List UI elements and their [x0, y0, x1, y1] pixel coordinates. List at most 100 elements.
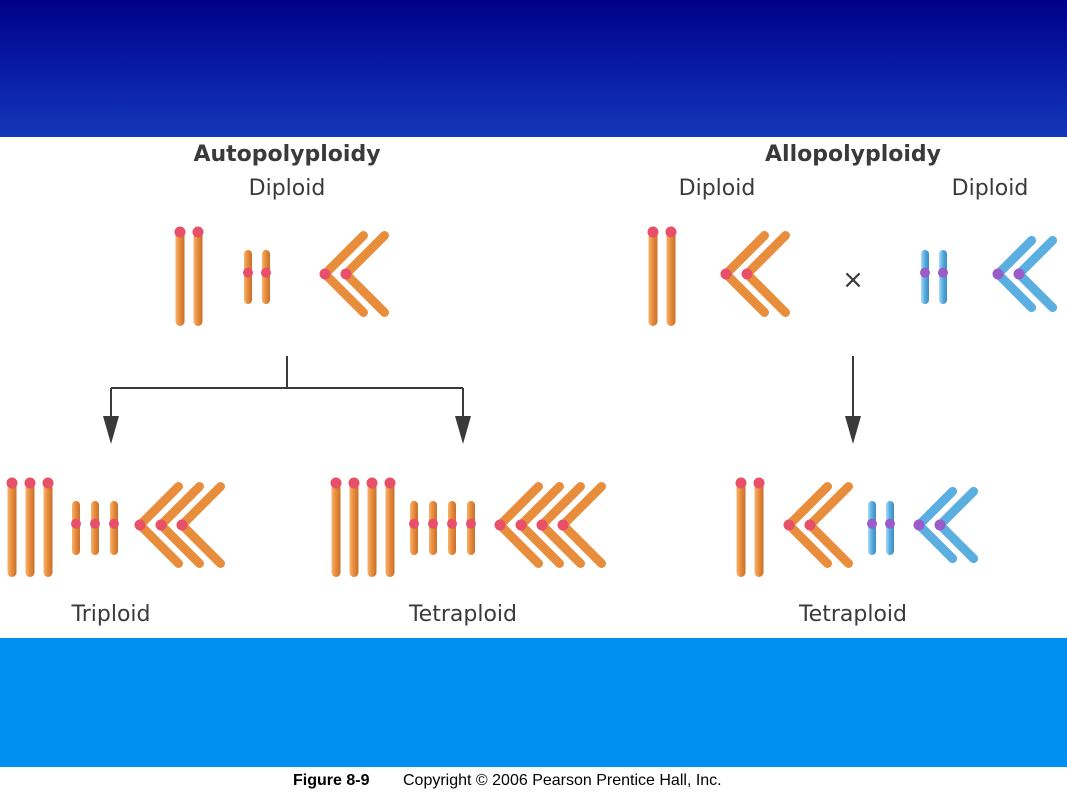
centromere — [428, 518, 438, 529]
centromere — [366, 477, 378, 489]
cross-symbol: × — [842, 265, 864, 295]
centromere — [494, 519, 506, 531]
centromere — [804, 519, 816, 531]
chromosome-arm-upper — [177, 482, 225, 530]
centromere — [409, 518, 419, 529]
chromosome-arm-upper — [558, 482, 606, 530]
chromosome-arm-lower — [516, 520, 564, 568]
chromosome-long — [175, 230, 185, 326]
centromere — [6, 477, 18, 489]
centromere — [1013, 268, 1025, 280]
auto-tetraploid-chromosomes — [330, 477, 606, 577]
chromosome-arm-lower — [537, 520, 585, 568]
arrowhead-allo-tetraploid — [845, 416, 861, 444]
triploid-chromosomes — [6, 477, 225, 577]
chromosome-arm-upper — [1014, 235, 1058, 279]
copyright-notice: Copyright © 2006 Pearson Prentice Hall, … — [403, 772, 722, 789]
centromere — [466, 518, 476, 529]
chromosome-long — [736, 481, 746, 577]
auto-tetraploid-label: Tetraploid — [408, 602, 517, 627]
centromere — [348, 477, 360, 489]
chromosome-arm-lower — [495, 520, 543, 568]
arrowhead-triploid — [103, 416, 119, 444]
chromosome-arm-upper — [135, 482, 183, 530]
chromosome-long — [193, 230, 203, 326]
chromosome-arm-upper — [320, 231, 368, 279]
auto-diploid-label: Diploid — [249, 176, 326, 201]
allopolyploidy-heading: Allopolyploidy — [765, 142, 941, 167]
centromere — [992, 268, 1004, 280]
centromere — [24, 477, 36, 489]
allo-diploid-2-chromosomes — [920, 235, 1058, 313]
centromere — [913, 519, 925, 531]
chromosome-arm-lower — [341, 269, 389, 317]
chromosome-arm-lower — [805, 520, 853, 568]
centromere — [174, 226, 186, 238]
centromere — [155, 519, 167, 531]
centromere — [243, 267, 253, 278]
centromere — [938, 267, 948, 278]
centromere — [384, 477, 396, 489]
centromere — [109, 518, 119, 529]
centromere — [536, 519, 548, 531]
top-header-band — [0, 0, 1067, 137]
chromosome-arm-upper — [721, 231, 769, 279]
chromosome-arm-upper — [805, 482, 853, 530]
chromosome-arm-lower — [558, 520, 606, 568]
auto-diploid-chromosomes — [174, 226, 389, 326]
chromosome-arm-upper — [935, 486, 979, 530]
chromosome-arm-lower — [135, 520, 183, 568]
centromere — [447, 518, 457, 529]
centromere — [319, 268, 331, 280]
centromere — [134, 519, 146, 531]
chromosome-arm-upper — [742, 231, 790, 279]
chromosome-long — [385, 481, 395, 577]
chromosome-arm-lower — [914, 520, 958, 564]
chromosome-arm-upper — [495, 482, 543, 530]
chromosome-long — [331, 481, 341, 577]
chromosome-long — [367, 481, 377, 577]
centromere — [934, 519, 946, 531]
figure-number: Figure 8-9 — [293, 772, 370, 789]
centromere — [71, 518, 81, 529]
centromere — [665, 226, 677, 238]
centromere — [42, 477, 54, 489]
chromosome-arm-lower — [1014, 269, 1058, 313]
centromere — [557, 519, 569, 531]
centromere — [867, 518, 877, 529]
chromosome-long — [43, 481, 53, 577]
chromosome-arm-lower — [320, 269, 368, 317]
allo-tetraploid-chromosomes — [735, 477, 979, 577]
chromosome-long — [349, 481, 359, 577]
chromosome-arm-lower — [177, 520, 225, 568]
centromere — [515, 519, 527, 531]
allo-tetraploid-label: Tetraploid — [798, 602, 907, 627]
chromosome-arm-upper — [993, 235, 1037, 279]
chromosome-long — [25, 481, 35, 577]
centromere — [783, 519, 795, 531]
triploid-label: Triploid — [71, 602, 151, 627]
chromosome-arm-upper — [156, 482, 204, 530]
chromosome-arm-lower — [784, 520, 832, 568]
chromosome-long — [754, 481, 764, 577]
allo-diploid-label-2: Diploid — [952, 176, 1029, 201]
chromosome-long — [7, 481, 17, 577]
chromosome-arm-upper — [341, 231, 389, 279]
centromere — [330, 477, 342, 489]
centromere — [741, 268, 753, 280]
centromere — [261, 267, 271, 278]
centromere — [753, 477, 765, 489]
chromosome-arm-lower — [742, 269, 790, 317]
allo-diploid-1-chromosomes — [647, 226, 790, 326]
centromere — [176, 519, 188, 531]
chromosome-arm-upper — [537, 482, 585, 530]
chromosome-layer — [6, 226, 1058, 577]
centromere — [192, 226, 204, 238]
centromere — [90, 518, 100, 529]
chromosome-arm-upper — [914, 486, 958, 530]
centromere — [885, 518, 895, 529]
auto-branch-arrow — [110, 356, 464, 420]
chromosome-arm-lower — [721, 269, 769, 317]
centromere — [920, 267, 930, 278]
